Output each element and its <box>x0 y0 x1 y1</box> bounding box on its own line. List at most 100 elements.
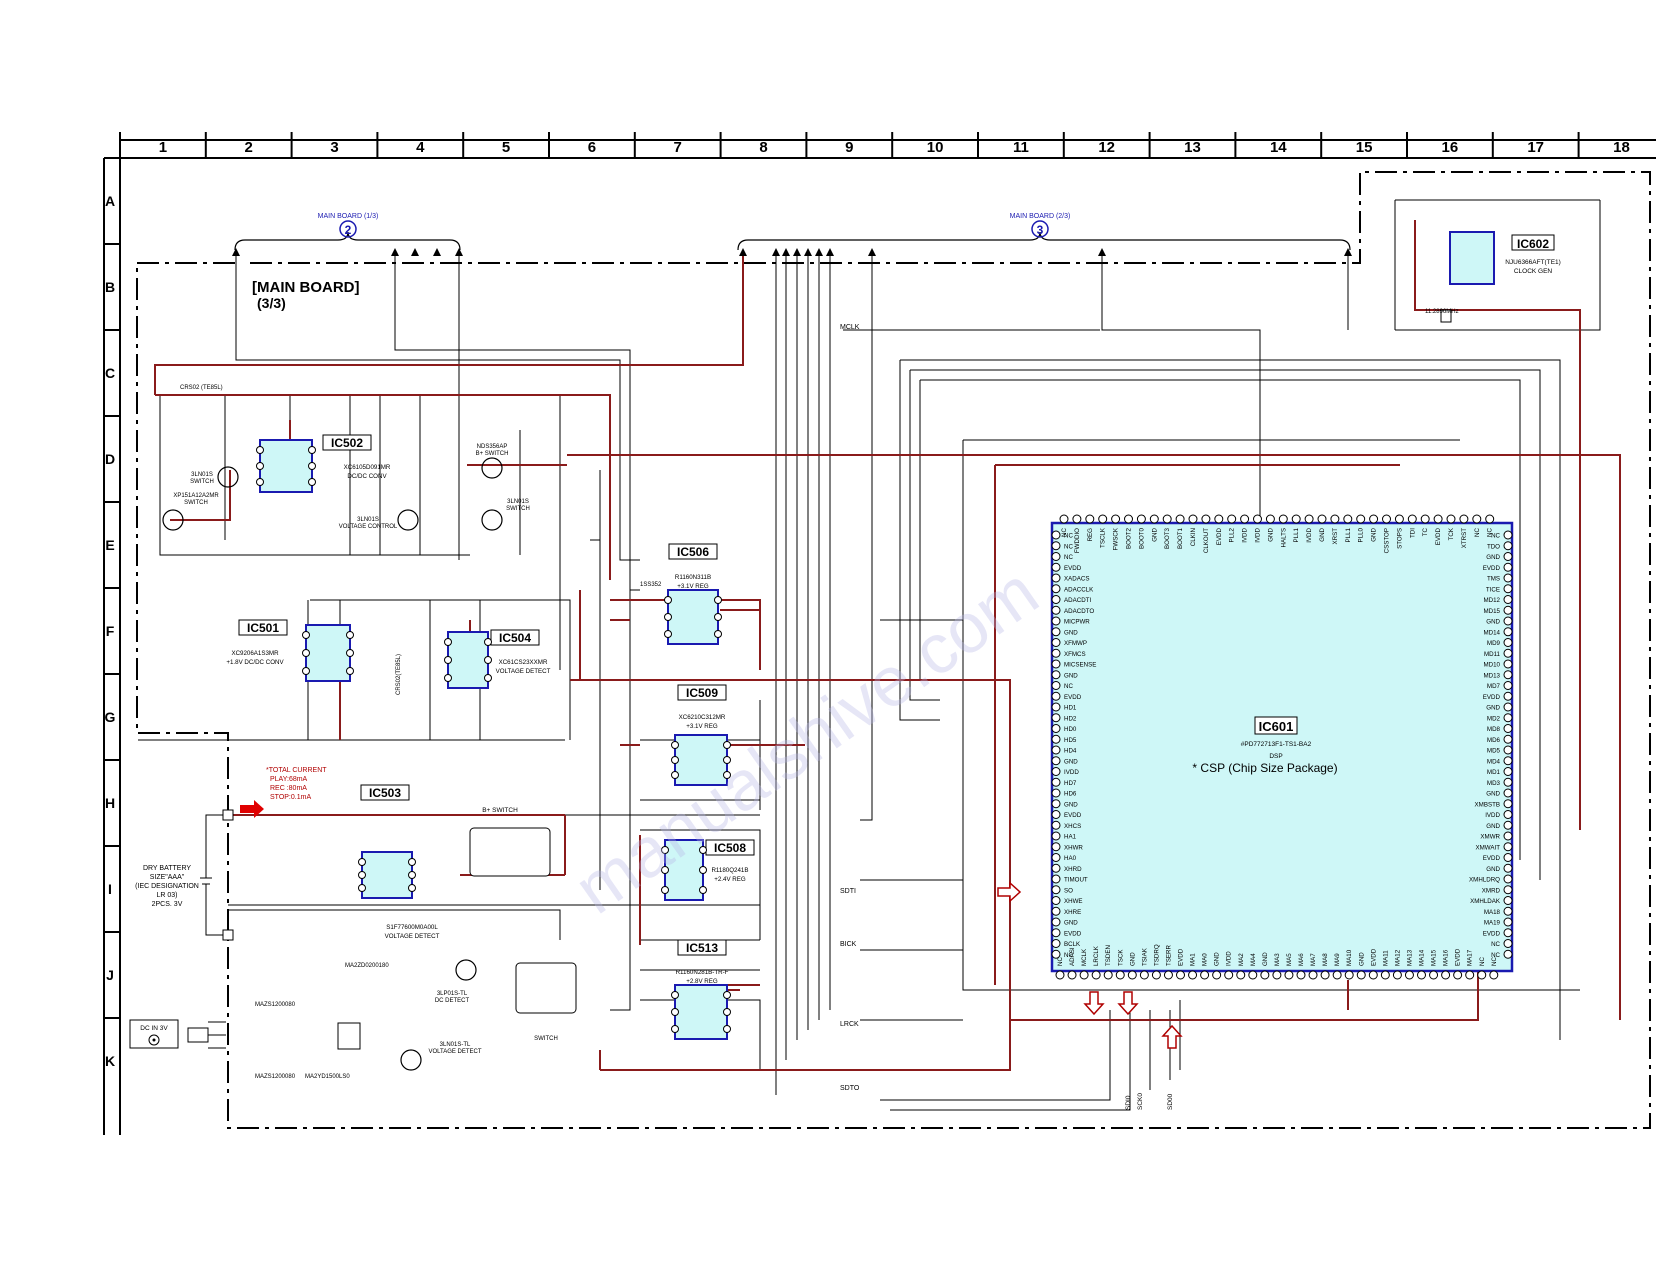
transistor-label-q_switch1: SWITCH <box>184 500 208 506</box>
pin <box>699 846 707 854</box>
pin <box>723 741 731 749</box>
pin <box>1248 970 1258 980</box>
transistor-label-q_volt_ctrl: VOLTAGE CONTROL <box>339 524 398 530</box>
pin <box>346 631 354 639</box>
signal-sdto: SDTO <box>840 1085 860 1092</box>
pin <box>1503 939 1513 948</box>
pin <box>1503 681 1513 690</box>
ic503-label-box <box>360 784 410 801</box>
row-label-H: H <box>105 795 115 811</box>
ic601-left-pin-label: XHWR <box>1064 844 1083 851</box>
ic601-top-pin-label: NC <box>1474 527 1481 536</box>
pin <box>1417 970 1426 980</box>
ic601-top-pin-label: TC <box>1422 527 1429 536</box>
connector-pins <box>232 248 1352 256</box>
pin <box>1051 885 1061 895</box>
pin <box>1503 724 1513 733</box>
pin <box>1072 514 1082 524</box>
ma2z-label: MA2ZD0200180 <box>345 963 389 969</box>
pin <box>1503 810 1513 819</box>
ic601-left-pin-label: NC <box>1064 543 1073 550</box>
current-note: *TOTAL CURRENT PLAY:68mA REC :80mA STOP:… <box>240 767 327 818</box>
ic506-id: IC506 <box>677 545 709 559</box>
ic508-desc: +2.4V REG <box>714 876 746 883</box>
pin <box>1317 514 1327 524</box>
ic601-left-pin-label: XFMCS <box>1064 651 1086 658</box>
ic601-top-pin-label: PLL0 <box>1358 527 1365 542</box>
ic601-right-pin-label: MD3 <box>1487 780 1501 787</box>
pin <box>1260 970 1270 980</box>
ic601-right-pin-label: GND <box>1486 705 1500 712</box>
ic506-label-box <box>668 543 718 560</box>
ic601-right-pin-label: GND <box>1486 866 1500 873</box>
ic601-left-pin-label: SO <box>1064 887 1073 894</box>
ic601-bottom-pin-label: GND <box>1129 952 1136 966</box>
wires-black <box>138 199 1601 1111</box>
pin <box>1503 713 1513 723</box>
pin <box>1330 514 1340 524</box>
pin <box>1404 970 1414 980</box>
pin <box>1304 514 1314 524</box>
ic601-top-pin-label: FWDDIO <box>1074 528 1081 553</box>
ic601-top-pin-label: IVDD <box>1255 527 1262 542</box>
pin <box>1503 734 1513 744</box>
pin <box>1503 788 1513 798</box>
ic601-bottom-pin-label: MA15 <box>1431 949 1438 966</box>
ic601-top-pin-label: GND <box>1267 527 1274 541</box>
pin <box>1151 970 1161 980</box>
pin <box>1051 702 1061 712</box>
pin <box>1503 831 1513 841</box>
ic601-bottom-pin-label: MA0 <box>1202 953 1209 966</box>
pin <box>1278 514 1288 524</box>
ic601-bottom-pin-label: MA2 <box>1238 953 1245 966</box>
ic601-right-pin-label: EVDD <box>1483 565 1501 572</box>
row-label-A: A <box>105 193 115 209</box>
ic601-left-pin-label: GND <box>1064 672 1078 679</box>
ic506-desc: +3.1V REG <box>677 583 709 590</box>
ic601-right-pin-label: MA18 <box>1484 909 1501 916</box>
pin <box>664 596 672 604</box>
col-label-6: 6 <box>588 139 596 156</box>
ic601-top-pin-label: PLL1 <box>1293 527 1300 542</box>
ic504-desc: VOLTAGE DETECT <box>496 668 551 675</box>
pin <box>1503 906 1513 916</box>
pin <box>1162 514 1172 524</box>
ic601-right-pin-label: XMWR <box>1480 834 1500 841</box>
ic601-left-pin-label: HA1 <box>1064 834 1077 841</box>
signal-sd00: SD00 <box>1167 1093 1174 1110</box>
ic601-bottom-pin-label: MA9 <box>1334 953 1341 966</box>
battery-note-0: DRY BATTERY <box>143 865 191 872</box>
ic601-right-pin-label: EVDD <box>1483 930 1501 937</box>
ic503-part: S1F77600M0A00L <box>386 924 438 931</box>
pin <box>1503 767 1513 776</box>
pin <box>1098 514 1108 524</box>
row-label-J: J <box>106 967 114 983</box>
pin <box>1127 970 1137 980</box>
pin <box>664 613 672 621</box>
pin <box>1503 552 1513 561</box>
ic601-left-pin-label: HD4 <box>1064 748 1077 755</box>
pin <box>1051 713 1061 723</box>
row-label-D: D <box>105 451 115 467</box>
ic601-bottom-pin-label: NC <box>1491 957 1498 966</box>
ic601-bottom-pin-label: GND <box>1262 952 1269 966</box>
ic513-body <box>674 984 728 1040</box>
pin <box>302 667 310 675</box>
pin <box>699 886 707 894</box>
pin <box>1503 756 1513 766</box>
battery-note-3: LR 03) <box>156 892 177 899</box>
ic601-top-pin-label: REG <box>1087 528 1094 542</box>
ic601-left-pin-label: HA0 <box>1064 855 1077 862</box>
pin <box>1051 917 1061 927</box>
pin <box>1407 514 1417 524</box>
transistor-labels: XP151A12A2MRSWITCH3LN01SSWITCH3LN01SVOLT… <box>173 444 530 1055</box>
ic601-right-pin-label: XMHLDRQ <box>1469 877 1500 884</box>
pin <box>661 846 669 854</box>
pin <box>256 462 264 470</box>
ic601-left-pin-label: MICSENSE <box>1064 662 1096 669</box>
ic601-top-pin-label: BOOT1 <box>1177 527 1184 549</box>
pin <box>408 884 416 892</box>
current-note-1: PLAY:68mA <box>270 776 308 783</box>
ic601-bottom-pin-label: MA8 <box>1322 953 1329 966</box>
ic601-left-pin-label: EVDD <box>1064 930 1082 937</box>
